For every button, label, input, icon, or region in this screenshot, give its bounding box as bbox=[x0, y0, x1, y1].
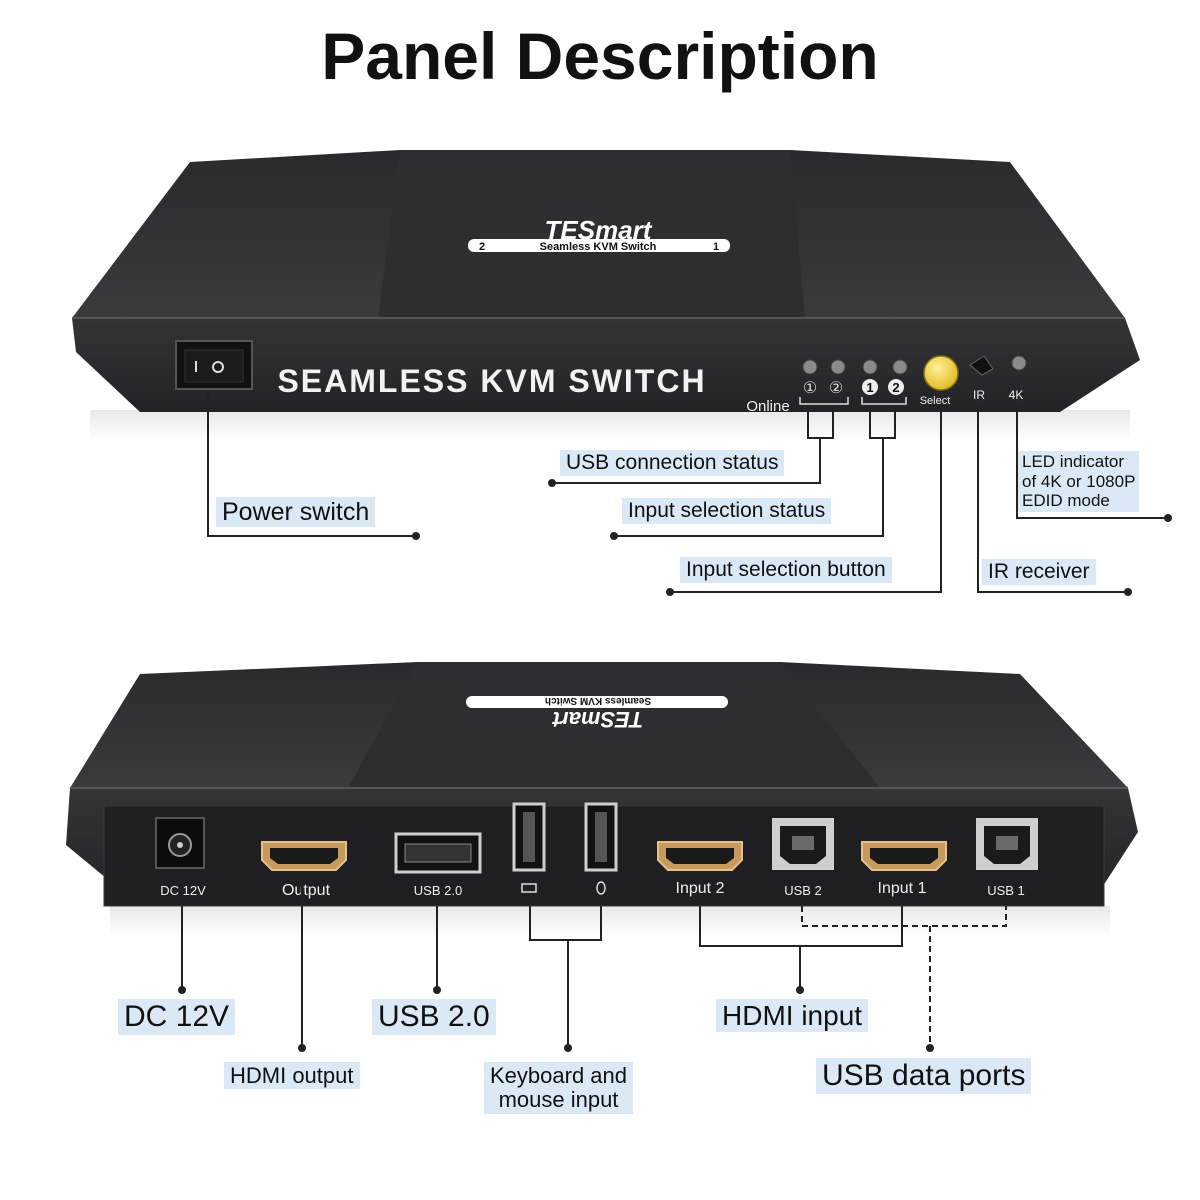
svg-text:①: ① bbox=[803, 380, 817, 397]
usb20-port[interactable] bbox=[394, 832, 482, 874]
front-panel: TESmart Seamless KVM Switch 2 1 SEAMLESS… bbox=[72, 150, 1140, 440]
ir-receiver-callout: IR receiver bbox=[982, 559, 1096, 586]
mouse-icon bbox=[596, 881, 606, 895]
hdmi-output-callout: HDMI output bbox=[224, 1062, 360, 1090]
online-led-2 bbox=[830, 359, 846, 375]
usb20-port-label: USB 2.0 bbox=[414, 883, 462, 898]
rear-brand-logo: TESmart bbox=[551, 707, 643, 732]
input-selection-status-callout: Input selection status bbox=[622, 498, 832, 525]
usb1-port-label: USB 1 bbox=[987, 883, 1025, 898]
dc-port-label: DC 12V bbox=[160, 883, 206, 898]
dc-12v-callout: DC 12V bbox=[118, 999, 236, 1035]
front-center-plate bbox=[378, 150, 805, 318]
rear-panel: TESmart Seamless KVM Switch DC 12V Outpu… bbox=[66, 662, 1138, 936]
led-indicator-callout: LED indicator of 4K or 1080P EDID mode bbox=[1018, 451, 1140, 512]
rear-callout-lines bbox=[181, 880, 903, 1048]
usb-b-2-port[interactable] bbox=[772, 818, 834, 870]
keyboard-icon bbox=[521, 883, 537, 893]
rear-reflection bbox=[110, 906, 1110, 936]
hdmi-input-2-port[interactable] bbox=[657, 841, 743, 871]
svg-text:1: 1 bbox=[713, 241, 719, 253]
usb-connection-status-callout: USB connection status bbox=[560, 450, 785, 477]
power-switch-callout: Power switch bbox=[216, 497, 376, 528]
online-label: Online bbox=[746, 398, 789, 415]
page-title: Panel Description bbox=[321, 19, 879, 93]
keyboard-usb-port[interactable] bbox=[512, 802, 546, 872]
4k-led bbox=[1011, 355, 1027, 371]
usb-data-dashed-lines bbox=[801, 906, 1007, 1048]
select-button[interactable] bbox=[923, 355, 959, 391]
svg-text:②: ② bbox=[829, 380, 843, 397]
hdmi-output-port-label: Output bbox=[282, 882, 331, 899]
svg-text:2: 2 bbox=[892, 380, 899, 395]
input1-port-label: Input 1 bbox=[878, 880, 927, 897]
front-badge bbox=[468, 239, 730, 252]
hdmi-output-port[interactable] bbox=[261, 841, 347, 871]
dc-power-jack[interactable] bbox=[155, 817, 205, 869]
4k-label: 4K bbox=[1009, 388, 1024, 402]
front-device-label: SEAMLESS KVM SWITCH bbox=[277, 363, 706, 399]
svg-text:Seamless KVM Switch: Seamless KVM Switch bbox=[545, 695, 651, 706]
usb-b-1-port[interactable] bbox=[976, 818, 1038, 870]
online-led-1 bbox=[802, 359, 818, 375]
rear-center-plate bbox=[348, 662, 880, 788]
usb2-port-label: USB 2 bbox=[784, 883, 822, 898]
input-selection-button-callout: Input selection button bbox=[680, 557, 892, 584]
mouse-usb-port[interactable] bbox=[584, 802, 618, 872]
front-badge-text: Seamless KVM Switch bbox=[540, 241, 657, 253]
hdmi-input-callout: HDMI input bbox=[716, 999, 869, 1033]
select-label: Select bbox=[920, 395, 951, 407]
input-led-1 bbox=[862, 359, 878, 375]
input-led-2 bbox=[892, 359, 908, 375]
usb-data-ports-callout: USB data ports bbox=[816, 1058, 1032, 1094]
svg-text:2: 2 bbox=[479, 241, 485, 253]
keyboard-mouse-callout: Keyboard and mouse input bbox=[484, 1062, 633, 1115]
power-off-mark bbox=[212, 361, 224, 373]
front-reflection bbox=[90, 410, 1130, 440]
ir-receiver-window bbox=[969, 355, 994, 376]
hdmi-input-1-port[interactable] bbox=[861, 841, 947, 871]
front-callout-lines bbox=[207, 392, 1168, 593]
input2-port-label: Input 2 bbox=[676, 880, 725, 897]
svg-text:1: 1 bbox=[866, 380, 873, 395]
usb20-callout: USB 2.0 bbox=[372, 999, 496, 1035]
ir-label: IR bbox=[973, 388, 985, 402]
